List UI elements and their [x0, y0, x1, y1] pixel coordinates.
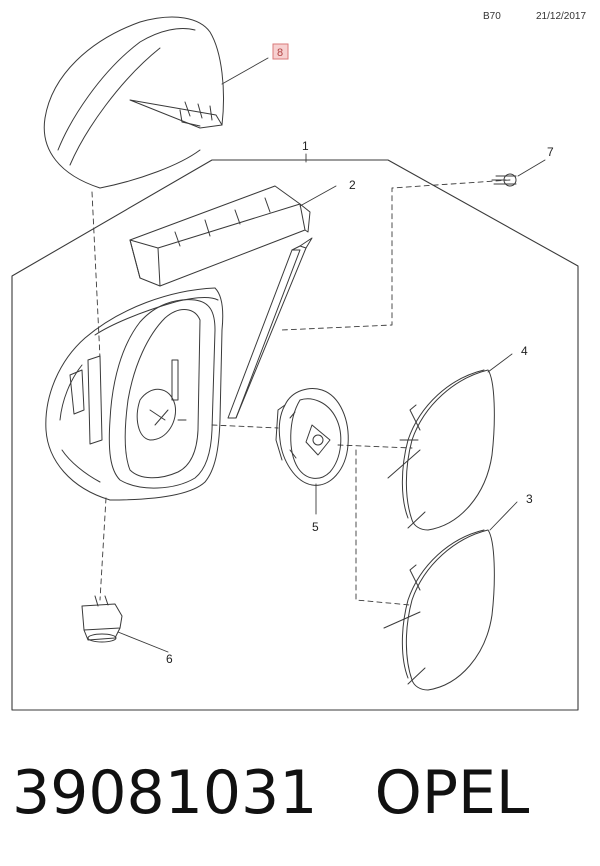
- screw-part: [491, 173, 517, 187]
- callout-leaders: [117, 57, 546, 653]
- mirror-housing-part: [45, 287, 224, 501]
- assembly-outline: [11, 159, 579, 711]
- caption-spacer: [317, 758, 374, 828]
- callout-label-5: 5: [312, 520, 319, 534]
- mirror-glass-4-part: [387, 369, 495, 531]
- brand-name: OPEL: [374, 758, 530, 828]
- motor-actuator-part: [275, 388, 349, 486]
- header-code: B70: [483, 11, 501, 22]
- callout-label-7: 7: [547, 145, 554, 159]
- mirror-glass-3-part: [383, 529, 495, 691]
- turn-signal-lamp-part: [129, 185, 311, 287]
- mirror-frame-strip: [227, 237, 313, 419]
- header-date: 21/12/2017: [536, 11, 587, 22]
- callout-label-4: 4: [521, 344, 528, 358]
- assembly-guide-lines: [91, 179, 511, 606]
- callout-label-3: 3: [526, 492, 533, 506]
- part-number: 39081031: [12, 758, 318, 828]
- connector-part: [81, 595, 123, 643]
- callout-label-2: 2: [349, 178, 356, 192]
- callout-label-1: 1: [302, 139, 309, 153]
- mirror-cover-part: [43, 16, 224, 189]
- callout-8-highlight: [272, 43, 289, 60]
- callout-label-6: 6: [166, 652, 173, 666]
- callout-label-8: 8: [277, 47, 283, 59]
- part-caption: 39081031 OPEL: [12, 758, 529, 828]
